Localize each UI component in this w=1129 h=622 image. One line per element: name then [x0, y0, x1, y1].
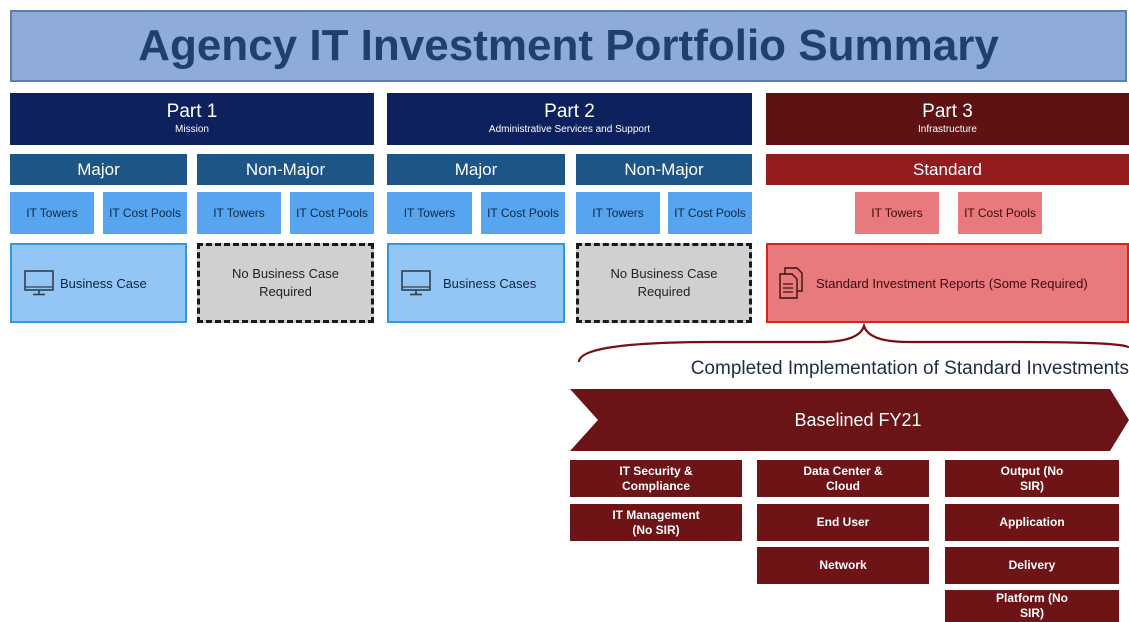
part-2-non-major-it-cost-pools: IT Cost Pools	[668, 192, 752, 234]
category-network-label: Network	[819, 558, 867, 572]
part-1-subtitle: Mission	[175, 124, 209, 135]
part-1-no-business-case-label: No Business Case Required	[232, 266, 339, 299]
part-2-business-cases-box: Business Cases	[387, 243, 565, 323]
completed-implementation-label: Completed Implementation of Standard Inv…	[690, 358, 1129, 379]
curly-brace	[577, 322, 1129, 363]
category-it-security: IT Security & Compliance	[570, 460, 742, 497]
category-platform-label: Platform (No SIR)	[996, 591, 1068, 620]
baselined-chevron	[570, 389, 1129, 451]
category-it-management-label: IT Management (No SIR)	[612, 507, 700, 537]
part-1-name: Part 1	[166, 101, 218, 122]
part-1-non-major-label: Non-Major	[197, 154, 374, 185]
part-2-business-cases-label: Business Cases	[443, 275, 537, 291]
category-delivery-label: Delivery	[1008, 558, 1056, 572]
part-1-major-label: Major	[10, 154, 187, 185]
part-3-standard-reports-label: Standard Investment Reports (Some Requir…	[816, 275, 1088, 291]
category-output: Output (No SIR)	[945, 460, 1119, 497]
part-1-non-major-it-towers: IT Towers	[197, 192, 281, 234]
part-2-major-label: Major	[387, 154, 565, 185]
documents-icon	[778, 267, 804, 302]
category-data-center-label: Data Center & Cloud	[803, 463, 883, 493]
part-2-major-it-towers: IT Towers	[387, 192, 472, 234]
category-application-label: Application	[999, 515, 1065, 529]
part-2-non-major-label: Non-Major	[576, 154, 752, 185]
part-1-major-it-cost-pools: IT Cost Pools	[103, 192, 187, 234]
monitor-icon	[401, 270, 431, 299]
part-1-major-it-towers: IT Towers	[10, 192, 94, 234]
part-3-it-cost-pools: IT Cost Pools	[958, 192, 1042, 234]
part-2-non-major-it-towers: IT Towers	[576, 192, 660, 234]
part-2-major-it-cost-pools: IT Cost Pools	[481, 192, 565, 234]
part-2-no-business-case-box: No Business Case Required	[576, 243, 752, 323]
category-network: Network	[757, 547, 929, 584]
part-1-no-business-case-box: No Business Case Required	[197, 243, 374, 323]
category-it-security-label: IT Security & Compliance	[619, 463, 693, 493]
page-title: Agency IT Investment Portfolio Summary	[10, 10, 1127, 82]
part-2-name: Part 2	[544, 101, 595, 122]
part-1-header: Part 1 Mission	[10, 93, 374, 145]
part-3-it-towers: IT Towers	[855, 192, 939, 234]
category-output-label: Output (No SIR)	[1000, 463, 1064, 493]
part-3-name: Part 3	[922, 101, 973, 122]
category-end-user-label: End User	[816, 515, 870, 529]
part-1-non-major-it-cost-pools: IT Cost Pools	[290, 192, 374, 234]
category-it-management: IT Management (No SIR)	[570, 504, 742, 541]
part-3-standard-reports-box: Standard Investment Reports (Some Requir…	[766, 243, 1129, 323]
part-2-header: Part 2 Administrative Services and Suppo…	[387, 93, 752, 145]
part-3-standard-label: Standard	[766, 154, 1129, 185]
category-end-user: End User	[757, 504, 929, 541]
part-3-subtitle: Infrastructure	[918, 124, 977, 135]
monitor-icon	[24, 270, 54, 299]
part-1-business-case-box: Business Case	[10, 243, 187, 323]
part-2-no-business-case-label: No Business Case Required	[610, 266, 718, 299]
part-2-subtitle: Administrative Services and Support	[488, 124, 651, 135]
baselined-label: Baselined FY21	[794, 409, 922, 430]
category-data-center: Data Center & Cloud	[757, 460, 929, 497]
category-application: Application	[945, 504, 1119, 541]
part-3-header: Part 3 Infrastructure	[766, 93, 1129, 145]
category-platform: Platform (No SIR)	[945, 590, 1119, 622]
part-1-business-case-label: Business Case	[60, 275, 147, 291]
category-delivery: Delivery	[945, 547, 1119, 584]
